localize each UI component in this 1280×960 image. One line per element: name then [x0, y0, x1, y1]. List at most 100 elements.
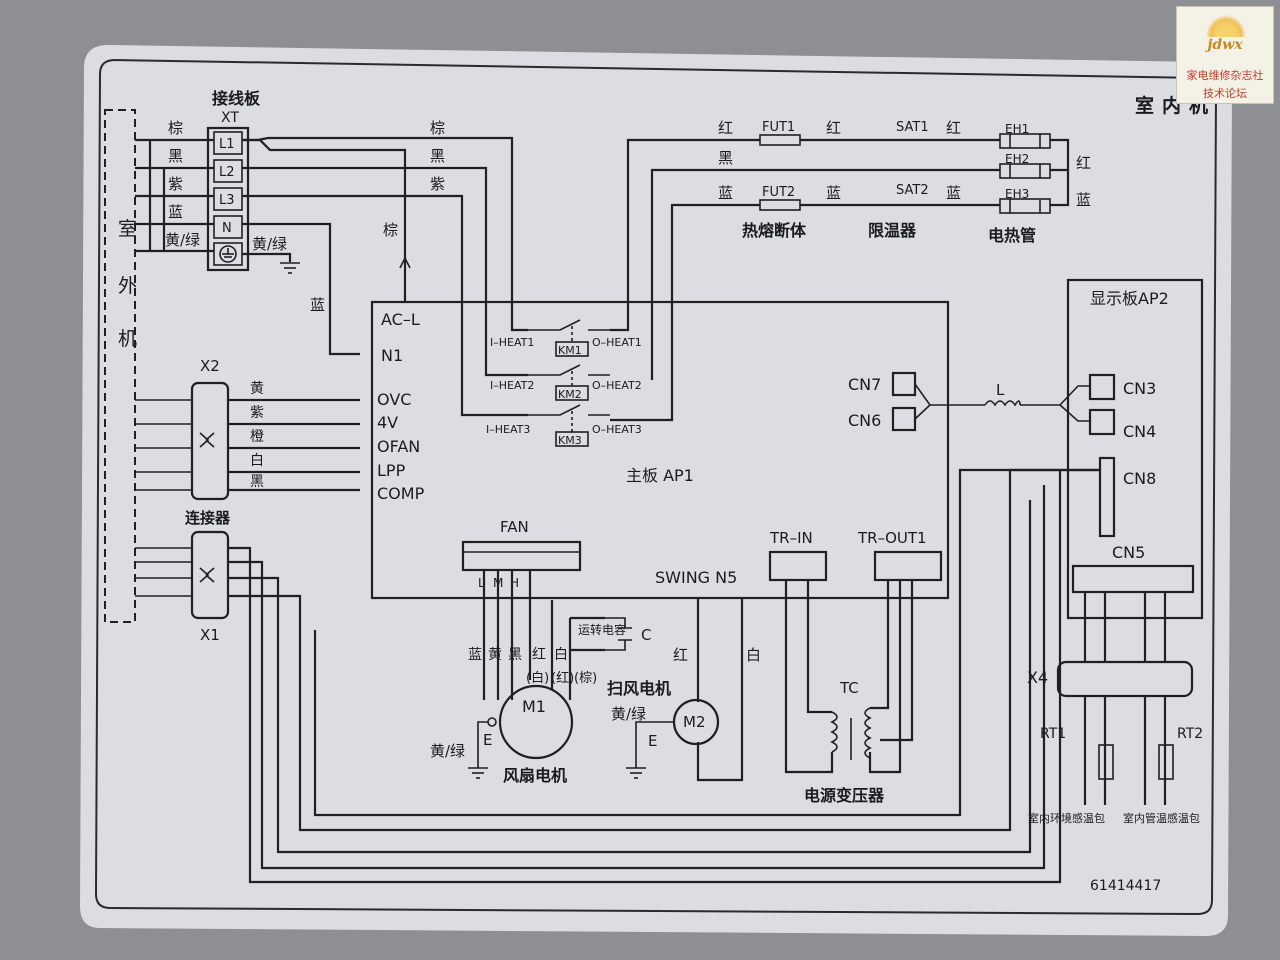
fan-wire-white: 白 [554, 647, 568, 663]
watermark-logo: jdwx 家电维修杂志社 技术论坛 [1176, 6, 1274, 104]
heater-wire-black: 黑 [718, 149, 733, 167]
fan-motor-wires [482, 570, 605, 700]
heater-right-blue: 蓝 [1076, 191, 1091, 209]
wire-color-purple: 紫 [168, 175, 183, 193]
swing-motor-wires [696, 598, 744, 782]
heater-wire-red-2: 红 [826, 119, 841, 137]
transformer-wires [784, 580, 914, 774]
heater-eh3-label: EH3 [1005, 187, 1029, 201]
pin-ofan: OFAN [377, 437, 420, 456]
arrow-up [399, 256, 411, 269]
terminal-earth-wire [242, 252, 292, 262]
thermostat-sat2-label: SAT2 [896, 183, 929, 198]
relay-km3 [555, 431, 589, 447]
fan-ground-icon [468, 767, 488, 779]
main-board-ap1 [370, 300, 950, 600]
route-purple: 紫 [430, 175, 445, 193]
relay-out-2: O–HEAT2 [592, 379, 642, 392]
rt1-label: RT1 [1040, 726, 1066, 742]
swing-ground-icon [626, 767, 646, 779]
terminal-cells [213, 131, 243, 266]
heater-element-eh2 [999, 163, 1051, 179]
transformer-primary-coil [830, 711, 838, 753]
relay-out-1: O–HEAT1 [592, 336, 642, 349]
swing-earth-label: 黄/绿 [611, 705, 646, 723]
rt2-label: RT2 [1177, 726, 1203, 742]
connector-cn8 [1098, 456, 1116, 538]
outdoor-label-2: 外 [118, 275, 137, 297]
fan-wire-white-alt: (白) [526, 670, 549, 686]
relay-km2 [555, 385, 589, 401]
tr-in-label: TR–IN [769, 529, 813, 547]
x2-caption: 连接器 [185, 509, 231, 527]
swing-wire-white: 白 [746, 646, 761, 664]
sensor-rt1 [1098, 744, 1114, 780]
fan-motor-m1 [498, 684, 574, 760]
relay-out-3: O–HEAT3 [592, 423, 642, 436]
fan-earth-wire [477, 721, 488, 768]
relay-km1-label: KM1 [558, 344, 582, 357]
wire-color-yellow-green: 黄/绿 [165, 231, 200, 249]
heater-wire-red-3: 红 [946, 119, 961, 137]
heater-element-eh3 [999, 198, 1051, 214]
watermark-line2: 技术论坛 [1203, 87, 1247, 100]
route-brown-up: 棕 [383, 221, 398, 239]
sensor-wires [1083, 592, 1167, 805]
connector-x1 [190, 530, 230, 620]
terminal-cell [213, 187, 243, 211]
heater-eh2-label: EH2 [1005, 152, 1029, 166]
fuse-fut2-label: FUT2 [762, 185, 795, 200]
rt1-caption: 室内环境感温包 [1028, 811, 1105, 825]
x2-board-wires [228, 398, 360, 492]
terminal-L2: L2 [219, 165, 235, 180]
fan-earth-label: 黄/绿 [430, 742, 465, 760]
connector-fan [461, 540, 582, 572]
relay-in-2: I–HEAT2 [490, 379, 534, 392]
swing-wire-red: 红 [673, 646, 688, 664]
pin-lpp: LPP [377, 461, 406, 480]
sensor-rt2 [1158, 744, 1174, 780]
relay-km1 [555, 341, 589, 357]
relay-in-3: I–HEAT3 [486, 423, 530, 436]
connector-tr-in [768, 550, 828, 582]
route-blue: 蓝 [310, 296, 325, 314]
x2-wire-black: 黑 [250, 474, 264, 490]
x4-label: X4 [1027, 668, 1048, 687]
pin-ovc: OVC [377, 390, 411, 409]
fan-label: FAN [500, 518, 529, 536]
outdoor-label-3: 机 [118, 328, 137, 350]
cn8-label: CN8 [1123, 469, 1156, 488]
cn7-label: CN7 [848, 375, 881, 394]
caption-thermostat: 限温器 [868, 221, 917, 240]
fan-pin-h: H [510, 576, 519, 590]
terminal-earth-icon [219, 245, 237, 263]
terminal-block-title: 接线板 [212, 89, 261, 108]
display-board-ap2 [1066, 278, 1204, 620]
connector-cn3 [1088, 373, 1116, 401]
connector-x2 [190, 381, 230, 501]
wire-color-brown: 棕 [168, 119, 183, 137]
fan-wire-brown-alt: (棕) [574, 671, 597, 686]
terminal-cell [213, 159, 243, 183]
heater-wire-blue-3: 蓝 [946, 184, 961, 202]
fan-wire-red-alt: (红) [551, 670, 574, 686]
route-black: 黑 [430, 147, 445, 165]
terminal-block-code: XT [221, 110, 239, 126]
x2-wire-yellow: 黄 [250, 380, 264, 397]
supply-routing-wires [242, 136, 528, 417]
relay-in-1: I–HEAT1 [490, 336, 534, 349]
pin-ac-l: AC–L [381, 310, 420, 329]
watermark-line1: 家电维修杂志社 [1186, 69, 1264, 82]
cn6-label: CN6 [848, 411, 881, 430]
sun-icon [1206, 15, 1246, 37]
heater-wire-blue-2: 蓝 [826, 184, 841, 202]
tr-out-label: TR–OUT1 [857, 529, 927, 547]
heater-wire-red-1: 红 [718, 119, 733, 137]
terminal-earth-label: 黄/绿 [252, 235, 287, 253]
x1-arrows [199, 567, 215, 583]
connector-x4 [1056, 660, 1194, 698]
x2-wire-white: 白 [250, 453, 264, 469]
fan-wire-blue: 蓝 [468, 647, 482, 663]
fan-earth-letter: E [483, 731, 492, 749]
connector-tr-out [873, 550, 943, 582]
